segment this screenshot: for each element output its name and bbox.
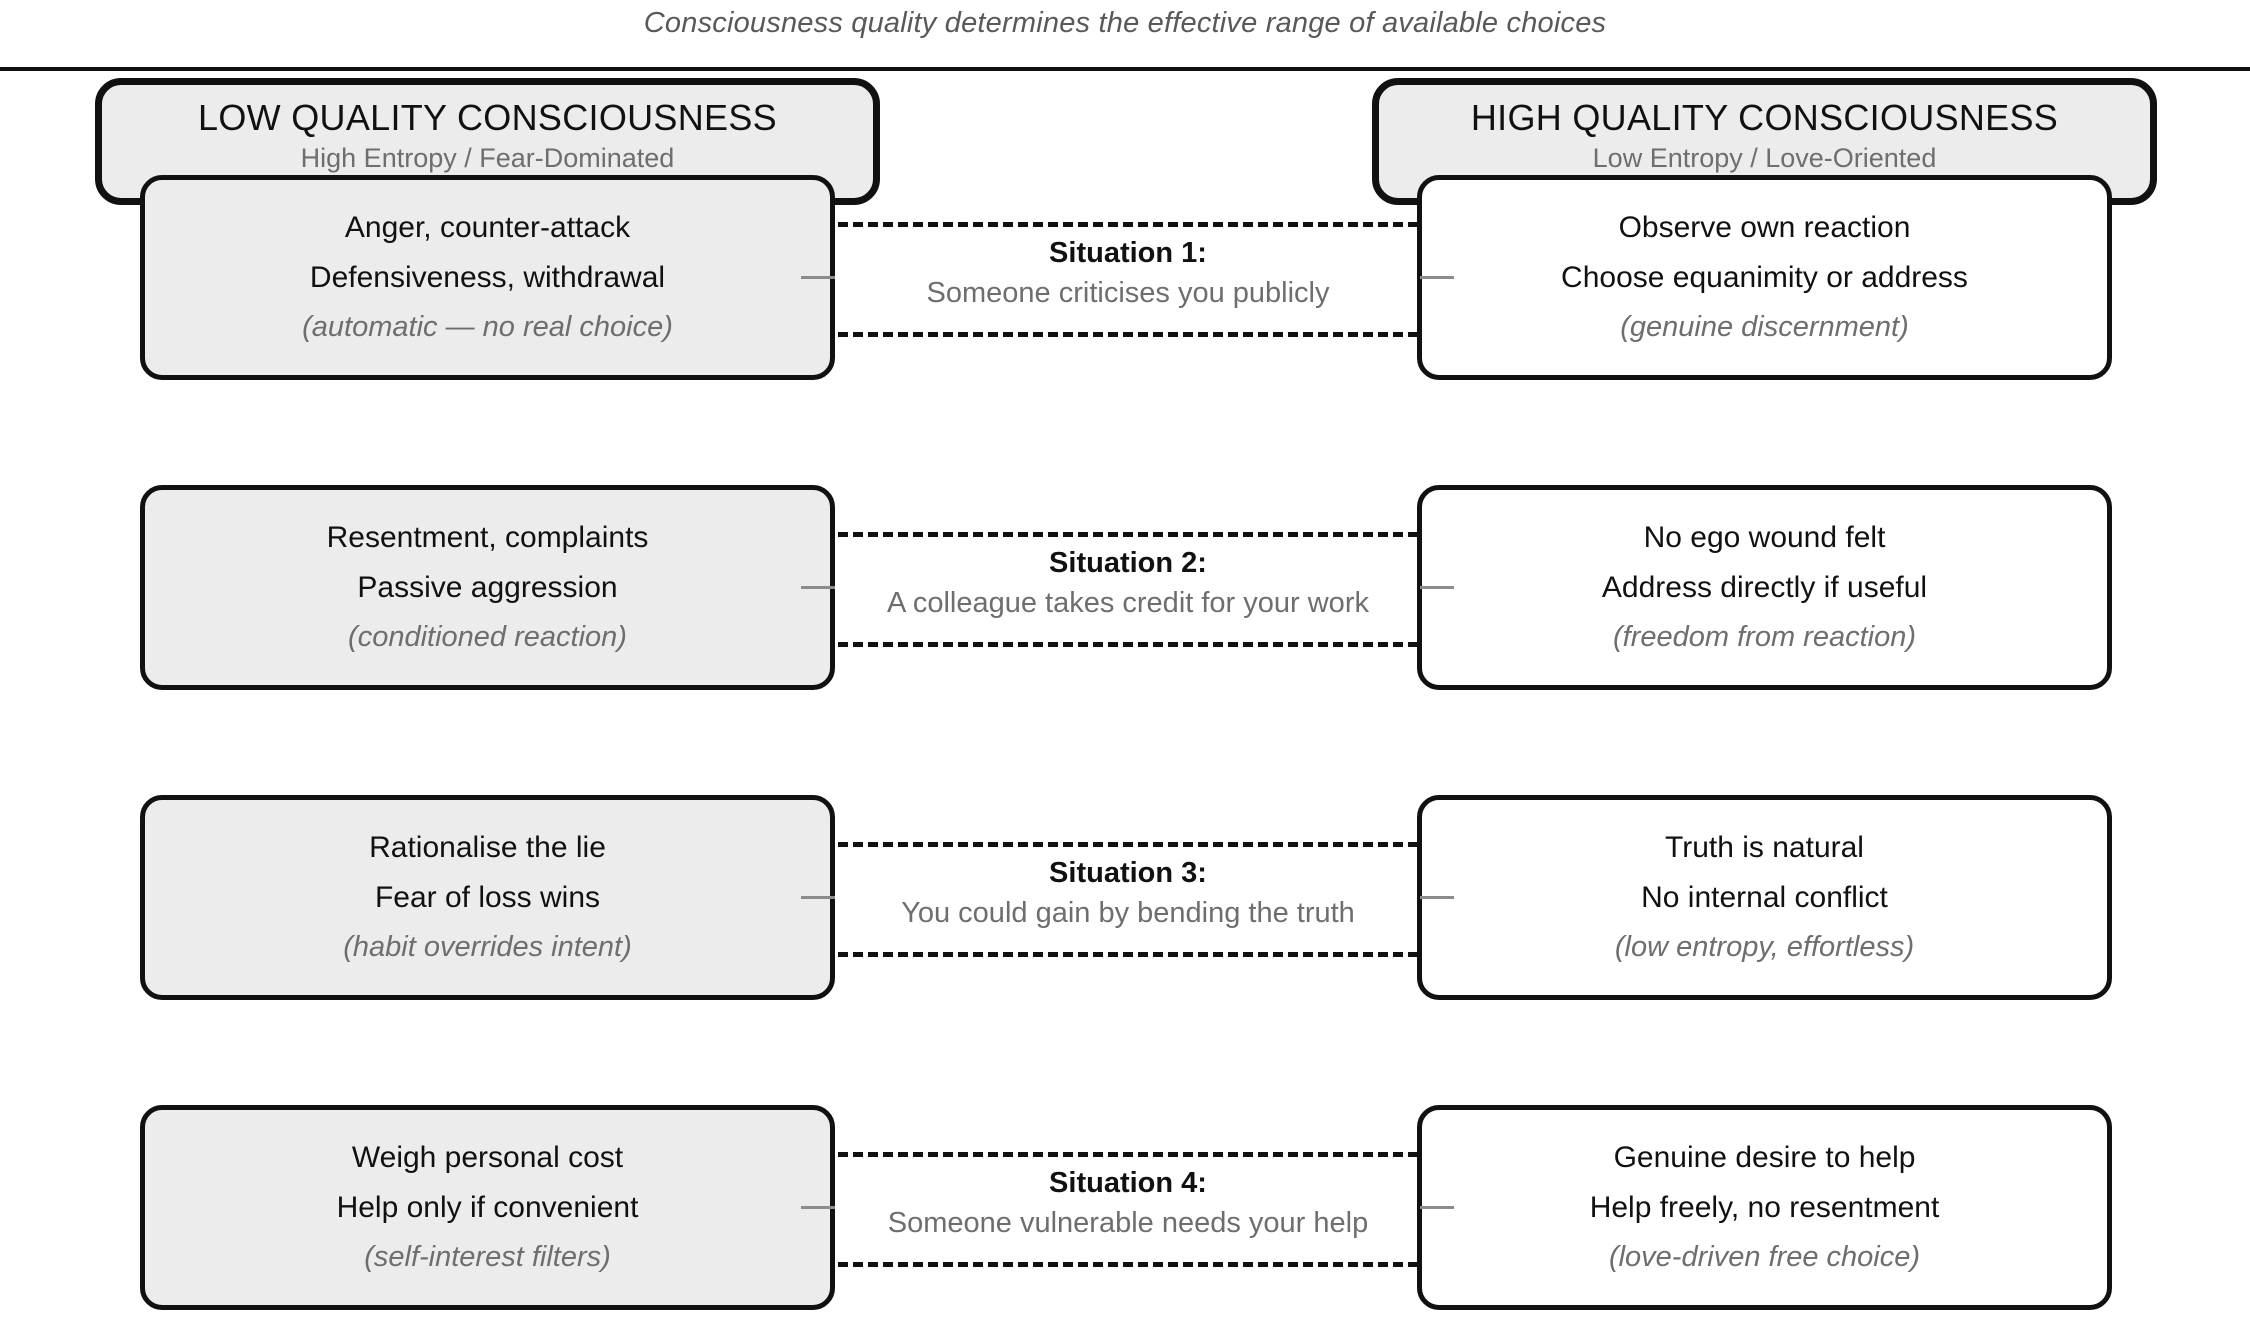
situation-label: Situation 1: Someone criticises you publi… (838, 233, 1418, 313)
column-header-high-title: HIGH QUALITY CONSCIOUSNESS (1470, 97, 2059, 138)
situation-title: Situation 4: (1049, 1167, 1207, 1199)
high-quality-response-card[interactable]: Truth is natural No internal conflict (low… (1417, 795, 2112, 1000)
situation-title: Situation 2: (1049, 547, 1207, 579)
response-note: (habit overrides intent) (343, 931, 632, 963)
response-note: (love-driven free choice) (1608, 1241, 1921, 1273)
situation-label: Situation 3: You could gain by bending th… (838, 853, 1418, 933)
response-line-1: Observe own reaction (1618, 211, 1911, 244)
response-line-2: No internal conflict (1641, 881, 1888, 914)
connector-tick-right (1420, 586, 1454, 589)
connector-tick-left (801, 896, 835, 899)
diagram-subtitle: Consciousness quality determines the eff… (643, 7, 1607, 39)
situation-title: Situation 1: (1049, 237, 1207, 269)
connector-dashed-line-top (838, 222, 1418, 227)
response-line-2: Fear of loss wins (374, 881, 601, 914)
connector-dashed-line-top (838, 1152, 1418, 1157)
connector-tick-right (1420, 1206, 1454, 1209)
response-note: (low entropy, effortless) (1614, 931, 1915, 963)
response-note: (self-interest filters) (364, 1241, 611, 1273)
situation-label: Situation 4: Someone vulnerable needs you… (838, 1163, 1418, 1243)
connector-dashed-line-top (838, 532, 1418, 537)
situation-description: Someone vulnerable needs your help (887, 1207, 1369, 1239)
situation-description: A colleague takes credit for your work (887, 587, 1369, 619)
response-line-1: Truth is natural (1665, 831, 1864, 864)
connector-dashed-line-bottom (838, 332, 1418, 337)
connector-dashed-line-bottom (838, 1262, 1418, 1267)
connector-tick-left (801, 586, 835, 589)
connector-tick-right (1420, 276, 1454, 279)
response-line-2: Help only if convenient (336, 1191, 639, 1224)
column-header-low-title: LOW QUALITY CONSCIOUSNESS (198, 97, 777, 138)
response-line-2: Choose equanimity or address (1561, 261, 1968, 294)
situation-label: Situation 2: A colleague takes credit for… (838, 543, 1418, 623)
response-line-2: Help freely, no resentment (1589, 1191, 1940, 1224)
response-note: (freedom from reaction) (1613, 621, 1916, 653)
response-line-1: Weigh personal cost (351, 1141, 624, 1174)
response-line-1: Genuine desire to help (1613, 1141, 1916, 1174)
response-line-1: No ego wound felt (1643, 521, 1886, 554)
response-line-1: Anger, counter-attack (344, 211, 631, 244)
connector-dashed-line-bottom (838, 952, 1418, 957)
situation-description: Someone criticises you publicly (926, 277, 1330, 309)
situation-title: Situation 3: (1049, 857, 1207, 889)
response-note: (conditioned reaction) (348, 621, 627, 653)
connector-tick-left (801, 276, 835, 279)
response-line-2: Defensiveness, withdrawal (309, 261, 666, 294)
response-note: (automatic — no real choice) (302, 311, 673, 343)
connector-dashed-line-bottom (838, 642, 1418, 647)
response-line-2: Passive aggression (357, 571, 618, 604)
column-header-high-subtitle: Low Entropy / Love-Oriented (1592, 143, 1937, 173)
response-note: (genuine discernment) (1620, 311, 1909, 343)
header-divider (0, 67, 2250, 71)
connector-tick-left (801, 1206, 835, 1209)
connector-dashed-line-top (838, 842, 1418, 847)
column-header-low-subtitle: High Entropy / Fear-Dominated (300, 143, 675, 173)
connector-tick-right (1420, 896, 1454, 899)
response-line-1: Resentment, complaints (326, 521, 649, 554)
response-line-2: Address directly if useful (1601, 571, 1928, 604)
response-line-1: Rationalise the lie (369, 831, 606, 864)
situation-description: You could gain by bending the truth (901, 897, 1355, 929)
